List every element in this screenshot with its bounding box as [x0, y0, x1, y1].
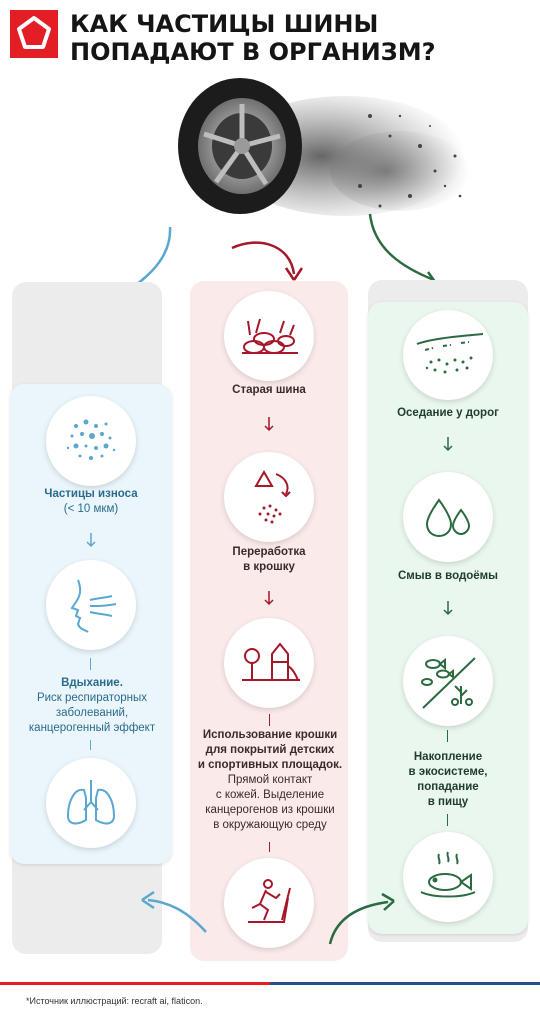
- roadside-text: Оседание у дорог: [368, 406, 528, 421]
- recycling-title-line-1: Переработка: [232, 546, 306, 558]
- roadside-title: Оседание у дорог: [397, 407, 499, 419]
- roadside-dust-icon: [403, 310, 493, 400]
- footer-stripe: [0, 982, 540, 985]
- connector-line: [90, 658, 91, 670]
- brand-logo: [10, 10, 58, 58]
- lungs-icon: [46, 758, 136, 848]
- playground-line-2: с кожей. Выделение: [215, 789, 325, 801]
- recycling-text: Переработка в крошку: [190, 545, 348, 575]
- inhalation-line-3: канцерогенный эффект: [28, 722, 156, 734]
- ecosystem-title-line-3: попадание: [417, 781, 479, 793]
- connector-line: [269, 714, 270, 726]
- arrow-down-icon: [86, 533, 96, 548]
- playground-line-3: канцерогенов из крошки: [205, 804, 335, 816]
- arrow-down-icon: [443, 437, 453, 452]
- inhalation-line-1: Риск респираторных: [36, 692, 148, 704]
- arrow-down-icon: [443, 601, 453, 616]
- arrow-to-cooked-fish: [328, 892, 395, 945]
- arrow-down-icon: [264, 591, 274, 606]
- old-tires-icon: [224, 291, 314, 381]
- inhalation-title: Вдыхание.: [61, 677, 123, 689]
- playground-line-4: в окружающую среду: [213, 819, 327, 831]
- playground-text: Использование крошки для покрытий детски…: [186, 728, 354, 833]
- ecosystem-text: Накопление в экосистеме, попадание в пищ…: [368, 750, 528, 810]
- arrow-to-lungs: [141, 890, 207, 933]
- title-line-1: Как частицы шины: [70, 10, 379, 38]
- recycle-crumb-icon: [224, 452, 314, 542]
- particles-size: (< 10 мкм): [63, 503, 119, 515]
- breathing-face-icon: [46, 560, 136, 650]
- playground-icon: [224, 618, 314, 708]
- particles-text: Частицы износа (< 10 мкм): [20, 487, 162, 517]
- arrow-down-icon: [264, 417, 274, 432]
- water-drops-icon: [403, 472, 493, 562]
- water-text: Смыв в водоёмы: [368, 569, 528, 584]
- playground-line-1: Прямой контакт: [227, 774, 313, 786]
- title-line-2: попадают в организм?: [70, 38, 436, 66]
- particles-icon: [46, 396, 136, 486]
- ecosystem-title-line-2: в экосистеме,: [408, 766, 488, 778]
- page-title: Как частицы шины попадают в организм?: [70, 10, 490, 66]
- recycling-title-line-2: в крошку: [243, 561, 295, 573]
- connector-line: [269, 842, 270, 852]
- inhalation-line-2: заболеваний,: [55, 707, 129, 719]
- fish-plants-icon: [403, 636, 493, 726]
- playground-title-line-3: и спортивных площадок.: [197, 759, 343, 771]
- water-title: Смыв в водоёмы: [397, 570, 498, 582]
- inhalation-text: Вдыхание. Риск респираторных заболеваний…: [18, 676, 166, 736]
- tire-dust-illustration: [178, 78, 470, 216]
- particles-title: Частицы износа: [44, 488, 138, 500]
- playground-title-line-1: Использование крошки: [202, 729, 338, 741]
- old-tire-title: Старая шина: [232, 384, 306, 396]
- source-note: *Источник иллюстраций: recraft ai, flati…: [26, 996, 203, 1006]
- connector-line: [90, 740, 91, 750]
- ecosystem-title-line-1: Накопление: [413, 751, 483, 763]
- connector-line: [447, 730, 448, 742]
- ecosystem-title-line-4: в пищу: [427, 796, 469, 808]
- arrow-to-red-column: [231, 241, 304, 281]
- playground-title-line-2: для покрытий детских: [205, 744, 335, 756]
- connector-line: [447, 814, 448, 826]
- old-tire-text: Старая шина: [190, 383, 348, 398]
- treadmill-runner-icon: [224, 858, 314, 948]
- cooked-fish-icon: [403, 832, 493, 922]
- environment-column: [368, 302, 528, 934]
